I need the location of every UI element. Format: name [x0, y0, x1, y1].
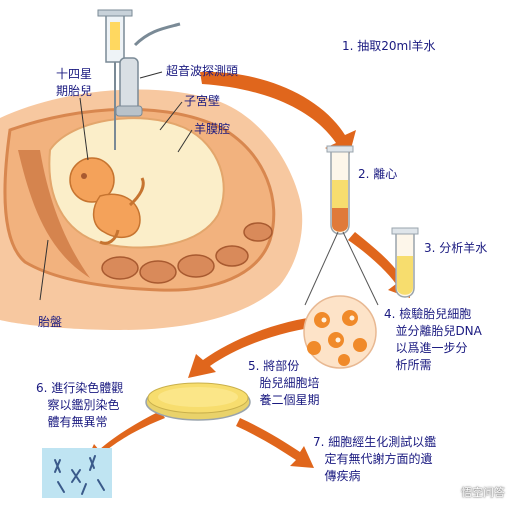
cell-icon	[303, 295, 377, 369]
label-fetus-14-weeks: 十四星 期胎兒	[56, 67, 93, 98]
step-5-label: 5. 將部份 胎兒細胞培 養二個星期	[248, 359, 320, 407]
arrow-dish-to-7	[236, 418, 314, 468]
label-amniotic-cavity: 羊膜腔	[194, 122, 231, 136]
syringe-icon	[97, 9, 133, 150]
test-tube-icon	[391, 227, 419, 298]
step-1-label: 1. 抽取20ml羊水	[342, 39, 436, 53]
step-6-label: 6. 進行染色體觀 察以鑑別染色 體有無異常	[36, 381, 124, 429]
test-tube-icon	[326, 145, 354, 235]
arrow-step2-to-3	[348, 232, 410, 298]
step-7-label: 7. 細胞經生化測試以鑑 定有無代謝方面的遺 傳疾病	[313, 435, 437, 483]
arrow-step5-to-6	[188, 316, 325, 378]
placenta-layer	[18, 150, 90, 278]
step-3-label: 3. 分析羊水	[424, 241, 488, 255]
step-4-label: 4. 檢驗胎兒細胞 並分離胎兒DNA 以爲進一步分 析所需	[384, 307, 482, 372]
intestine-loops	[101, 222, 273, 284]
label-uterine-wall: 子宮壁	[184, 94, 221, 108]
leader-lines	[39, 71, 193, 301]
ultrasound-probe-icon	[115, 22, 181, 117]
fetus	[69, 157, 145, 245]
watermark: 悟空问答	[461, 486, 505, 499]
label-ultrasound-probe: 超音波探測頭	[166, 64, 239, 78]
petri-dish-icon	[145, 382, 251, 421]
uterus-illustration	[0, 9, 303, 331]
label-placenta: 胎盤	[38, 315, 63, 329]
step-2-label: 2. 離心	[358, 167, 398, 181]
chromosome-slide-icon	[42, 448, 112, 498]
magnify-lines	[304, 231, 379, 306]
arrow-dish-to-6	[84, 411, 165, 466]
